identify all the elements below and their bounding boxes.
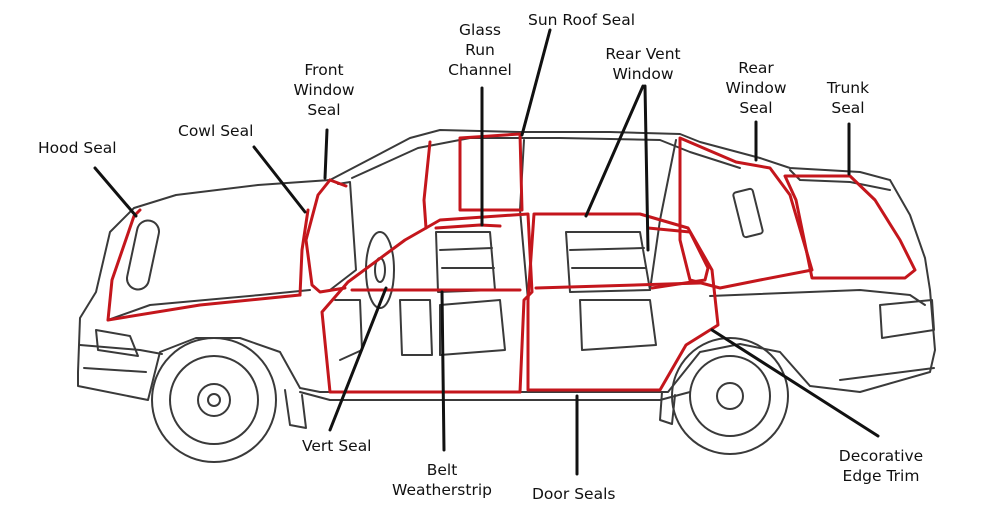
front-hub-center — [207, 393, 221, 407]
trunk-seal-line — [783, 174, 917, 280]
car-body-outline — [77, 129, 936, 401]
front-seat — [435, 231, 496, 293]
rear-bumper — [839, 367, 935, 381]
label-rear-vent-window: Rear Vent Window — [605, 45, 681, 83]
cowl-seal-line — [298, 208, 310, 297]
label-glass-run-channel: Glass Run Channel — [448, 21, 512, 79]
sunroof-seal — [458, 132, 524, 212]
leader-sun-roof-seal — [520, 28, 552, 137]
steering-wheel — [365, 231, 395, 309]
windshield-top-seal — [328, 178, 348, 188]
label-rear-window-seal: Rear Window Seal — [725, 59, 787, 117]
c-pillar — [649, 139, 677, 291]
leader-cowl-seal — [252, 145, 307, 214]
rear-rim — [689, 355, 771, 437]
front-door-panel — [399, 299, 433, 356]
rear-tire — [671, 337, 789, 455]
front-seat-lower — [439, 299, 506, 356]
label-vert-seal: Vert Seal — [302, 437, 372, 455]
hood-vent — [126, 219, 160, 291]
label-hood-seal: Hood Seal — [38, 139, 117, 157]
rear-vent-seal — [646, 226, 710, 290]
rear-seat-lower — [579, 299, 657, 351]
hood-seal-line — [106, 208, 142, 322]
leader-rear-vent-window-2 — [643, 84, 650, 252]
windshield-frame — [329, 181, 357, 291]
front-rim — [169, 355, 259, 445]
label-decorative-edge-trim: Decorative Edge Trim — [838, 447, 924, 485]
leader-belt-weatherstrip — [440, 290, 446, 452]
bumper-line — [79, 344, 163, 355]
rear-seat — [565, 231, 651, 293]
roof-front-seal — [422, 140, 432, 230]
hood-line — [107, 289, 311, 321]
leader-hood-seal — [93, 166, 138, 218]
label-cowl-seal: Cowl Seal — [178, 122, 254, 140]
leader-rear-vent-window-1 — [584, 84, 645, 218]
bumper-lower — [83, 367, 147, 373]
label-belt-weatherstrip: Belt Weatherstrip — [392, 461, 492, 499]
tail-light — [879, 299, 935, 339]
rear-door-seal — [526, 212, 720, 392]
roof-line — [351, 137, 741, 179]
rear-deck — [789, 169, 891, 191]
front-mudflap — [284, 389, 307, 429]
front-door-interior — [334, 299, 363, 361]
leader-vert-seal — [328, 286, 388, 432]
headlight — [95, 329, 139, 357]
label-front-window-seal: Front Window Seal — [293, 61, 355, 119]
glass-run-seal — [434, 223, 502, 230]
front-tire — [151, 337, 277, 463]
hood-edge-seal — [106, 293, 302, 322]
quarter-vent — [732, 187, 764, 239]
label-trunk-seal: Trunk Seal — [826, 79, 870, 117]
front-window-seal-line — [304, 178, 347, 294]
leader-decorative-edge-trim — [710, 328, 880, 438]
rear-hub — [716, 382, 744, 410]
label-door-seals: Door Seals — [532, 485, 616, 503]
rear-window-seal-line — [678, 136, 814, 290]
leader-front-window-seal — [323, 128, 329, 180]
rear-mudflap — [659, 391, 676, 425]
rear-quarter — [709, 289, 926, 306]
label-sun-roof-seal: Sun Roof Seal — [528, 11, 636, 29]
front-hub — [197, 383, 231, 417]
